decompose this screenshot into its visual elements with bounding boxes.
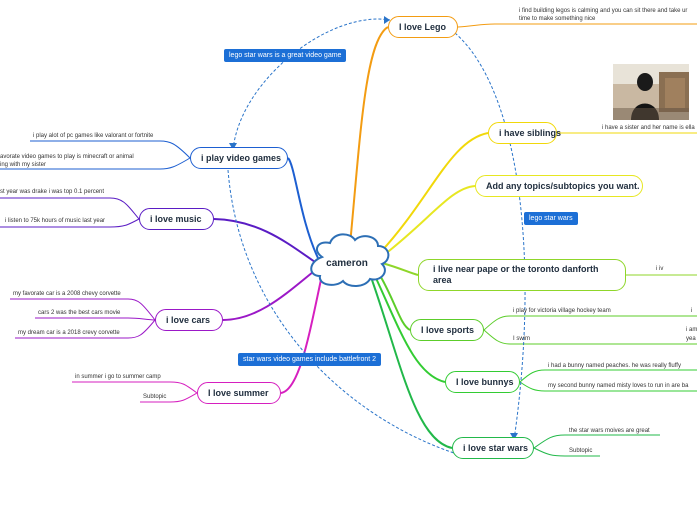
- branch-videogames: [287, 157, 319, 259]
- sub-lines-sports: [483, 315, 697, 345]
- sub-lines-summer: [72, 381, 198, 403]
- subtopic-sports-4[interactable]: i am: [686, 327, 697, 333]
- subtopic-cars-1[interactable]: my favorate car is a 2008 chevy corvette: [13, 291, 121, 297]
- subtopic-videogames-1[interactable]: i play alot of pc games like valorant or…: [33, 133, 154, 139]
- subtopic-starwars-2[interactable]: Subtopic: [569, 448, 593, 454]
- subtopic-bunnys-1[interactable]: i had a bunny named peaches. he was real…: [548, 363, 681, 369]
- subtopic-lego-1[interactable]: i find building legos is calming and you…: [519, 7, 697, 23]
- subtopic-sports-1[interactable]: i play for victoria village hockey team: [513, 308, 611, 314]
- topic-add-subtopics[interactable]: Add any topics/subtopics you want.: [475, 175, 643, 197]
- topic-siblings[interactable]: i have siblings: [488, 122, 561, 144]
- sibling-photo: [613, 64, 689, 120]
- center-topic-label: cameron: [326, 257, 368, 269]
- branch-music: [213, 218, 316, 263]
- topic-pape[interactable]: i live near pape or the toronto danforth…: [418, 259, 626, 291]
- subtopic-lego-1-label: i find building legos is calming and you…: [519, 8, 688, 22]
- center-topic-cloud[interactable]: [310, 233, 390, 287]
- link-arrow-head: [229, 143, 237, 150]
- callout-lego-star-wars-game[interactable]: lego star wars is a great video game: [224, 49, 347, 62]
- subtopic-summer-1[interactable]: in summer i go to summer camp: [75, 374, 161, 380]
- topic-pape-label: i live near pape or the toronto danforth…: [433, 264, 599, 285]
- sub-lines-bunnys: [519, 369, 697, 392]
- branch-pape: [381, 262, 419, 276]
- topic-bunnys[interactable]: I love bunnys: [445, 371, 520, 393]
- topic-star-wars[interactable]: i love star wars: [452, 437, 534, 459]
- subtopic-sports-5[interactable]: yea: [686, 336, 696, 342]
- branch-starwars: [371, 279, 453, 449]
- subtopic-siblings-1[interactable]: i have a sister and her name is ella: [602, 125, 695, 131]
- callout-star-wars-battlefront[interactable]: star wars video games include battlefron…: [238, 353, 382, 366]
- subtopic-music-1[interactable]: st year was drake i was top 0.1 percent: [0, 189, 105, 195]
- subtopic-videogames-2[interactable]: avorate video games to play is minecraft…: [0, 154, 134, 160]
- sub-lines-cars: [10, 298, 156, 339]
- topic-cars[interactable]: i love cars: [155, 309, 223, 331]
- subtopic-cars-3[interactable]: my dream car is a 2018 crevy corvette: [18, 330, 120, 336]
- callout-lego-star-wars[interactable]: lego star wars: [524, 212, 578, 225]
- branch-sports: [377, 271, 411, 331]
- branch-lego: [349, 26, 389, 246]
- topic-sports[interactable]: I love sports: [410, 319, 484, 341]
- subtopic-videogames-3[interactable]: ing with my sister: [0, 162, 47, 168]
- branch-add: [379, 185, 476, 259]
- link-arrow-head: [384, 16, 390, 24]
- subtopic-sports-2[interactable]: I swim: [513, 336, 530, 342]
- topic-video-games[interactable]: i play video games: [190, 147, 288, 169]
- branch-bunnys: [374, 275, 446, 383]
- subtopic-pape-1[interactable]: i iv: [656, 266, 664, 272]
- subtopic-starwars-1[interactable]: the star wars moives are great: [569, 428, 650, 434]
- link-arrow-head: [510, 433, 518, 440]
- sub-lines-starwars: [533, 434, 660, 457]
- branch-siblings: [377, 132, 489, 256]
- sub-lines-videogames: [0, 140, 191, 170]
- subtopic-music-2[interactable]: i listen to 75k hours of music last year: [5, 218, 106, 224]
- topic-lego[interactable]: I love Lego: [388, 16, 458, 38]
- subtopic-summer-2[interactable]: Subtopic: [143, 394, 167, 400]
- subtopic-sports-3[interactable]: i: [691, 308, 693, 314]
- branch-cars: [222, 267, 319, 321]
- sub-lines-lego: [457, 23, 697, 28]
- topic-music[interactable]: i love music: [139, 208, 214, 230]
- subtopic-cars-2[interactable]: cars 2 was the best cars movie: [38, 310, 121, 316]
- topic-summer[interactable]: I love summer: [197, 382, 281, 404]
- sibling-photo-image: [613, 64, 689, 120]
- subtopic-bunnys-2[interactable]: my second bunny named misty loves to run…: [548, 383, 689, 389]
- sub-lines-music: [0, 197, 140, 228]
